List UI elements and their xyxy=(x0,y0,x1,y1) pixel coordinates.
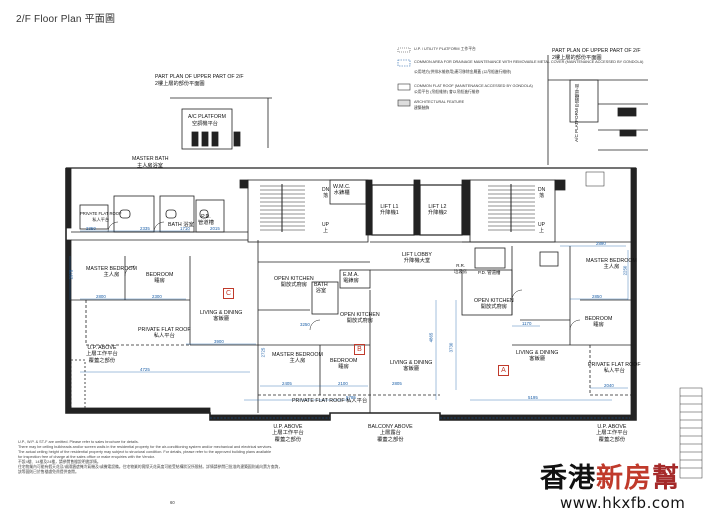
dim-4865: 4865 xyxy=(428,332,434,343)
dim-3900: 3900 xyxy=(214,339,224,344)
note-line: There may be ceiling bulkheads and/or sc… xyxy=(18,445,273,449)
dim-2350: 2350 xyxy=(86,226,96,231)
part-plan-left-cn: 2樓上層的部份平面圖 xyxy=(155,81,205,87)
watermark-logo: 香港新房幫 xyxy=(540,463,680,494)
watermark-url[interactable]: www.hkxfb.com xyxy=(560,494,686,512)
dim-2850: 2850 xyxy=(592,294,602,299)
dim-2975: 2975 xyxy=(68,269,74,280)
dim-3250: 3250 xyxy=(300,322,310,327)
legend-flat-roof-cn: 公用平台 (吊船維修) 會以吊船進行維修 xyxy=(414,90,480,94)
legend-common-area-swatch xyxy=(397,59,411,67)
dim-5785: 5785 xyxy=(346,395,356,400)
flat-c-marker: C xyxy=(223,288,234,299)
ac-platform-right-outline xyxy=(569,79,599,123)
dim-2250: 2250 xyxy=(622,265,628,276)
room-pd-lobby: P.D. 管道槽 xyxy=(478,270,501,275)
dim-4725: 4725 xyxy=(140,367,150,372)
room-refuse: R.R.垃圾房 xyxy=(454,263,468,275)
room-bath-c: BATH 浴室 xyxy=(168,222,194,228)
part-plan-right-en: PART PLAN OF UPPER PART OF 2/F xyxy=(552,48,641,54)
flat-a-marker: A xyxy=(498,365,509,376)
master-bath-cn: 主人房浴室 xyxy=(137,163,163,169)
note-line: The actual ceiling height of the residen… xyxy=(18,450,272,454)
ac-platform-left-cn: 空調機平台 xyxy=(192,121,218,127)
note-line: 不設4樓、14樓及24樓，請參閱售樓說明書詳情。 xyxy=(18,460,101,464)
legend-feature-label: ARCHITECTURAL FEATURE xyxy=(414,100,465,104)
note-line: U.P., W.P. & ST-F are omitted. Please re… xyxy=(18,440,139,444)
dim-5195: 5195 xyxy=(528,395,538,400)
dim-2405: 2405 xyxy=(282,381,292,386)
legend-flat-roof-label: COMMON FLAT ROOF (MAINTENANCE ACCESSED B… xyxy=(414,84,533,88)
dim-2100: 2100 xyxy=(338,381,348,386)
part-plan-right-cn: 2樓上層的部份平面圖 xyxy=(552,55,602,61)
dim-2335: 2335 xyxy=(140,226,150,231)
part-plan-left-en: PART PLAN OF UPPER PART OF 2/F xyxy=(155,74,244,80)
legend-feature-swatch xyxy=(397,99,411,107)
ac-platform-left-outline xyxy=(181,108,233,150)
legend-platform-swatch xyxy=(397,47,411,53)
dim-2725: 2725 xyxy=(260,347,266,358)
room-wmc: W.M.C.水錶櫃 xyxy=(333,184,351,197)
dim-2300: 2300 xyxy=(152,294,162,299)
dim-2890: 2890 xyxy=(596,241,606,246)
dim-1170: 1170 xyxy=(522,321,532,326)
legend-common-area-cn: 公用地方(供排水維修用)連可移除金屬蓋 (以吊船進行維修) xyxy=(414,70,512,74)
dim-2040: 2040 xyxy=(604,383,614,388)
ac-platform-right-label: A/C PLATFORM 空調機平台 xyxy=(574,84,579,142)
room-pd-c: P.D.管道槽 xyxy=(198,214,214,227)
note-line: 住宅物業內可能有假天花及/或隔牆遮掩冷氣機及/或機電設備。住宅物業的實際天花高度… xyxy=(18,465,283,469)
page-title: 2/F Floor Plan 平面圖 xyxy=(16,14,116,25)
page-number: 60 xyxy=(170,500,175,505)
master-bath-en: MASTER BATH xyxy=(132,156,169,162)
dim-2800: 2800 xyxy=(96,294,106,299)
legend-feature-cn: 建築裝飾 xyxy=(414,106,430,110)
dim-1710: 1710 xyxy=(180,226,190,231)
private-flat-roof-bottom: PRIVATE FLAT ROOF 私人平台 xyxy=(292,398,368,404)
flat-b-marker: B xyxy=(354,344,365,355)
legend-flat-roof-swatch xyxy=(397,83,411,91)
dim-2015: 2015 xyxy=(210,226,220,231)
note-line: 該等圖則已於售樓處免費提供查閱。 xyxy=(18,470,79,474)
dim-2805: 2805 xyxy=(392,381,402,386)
notes-block: U.P., W.P. & ST-F are omitted. Please re… xyxy=(18,440,282,475)
dim-3730: 3730 xyxy=(448,342,454,353)
room-ema: E.M.A.電錶房 xyxy=(343,272,359,285)
note-line: for inspection free of charge at the sal… xyxy=(18,455,155,459)
legend-platform-label: U.P. / UTILITY PLATFORM 工作平台 xyxy=(414,47,476,51)
legend-common-area-label: COMMON AREA FOR DRAINAGE MAINTENANCE WIT… xyxy=(414,60,644,64)
ac-platform-left-en: A/C PLATFORM xyxy=(188,114,226,120)
